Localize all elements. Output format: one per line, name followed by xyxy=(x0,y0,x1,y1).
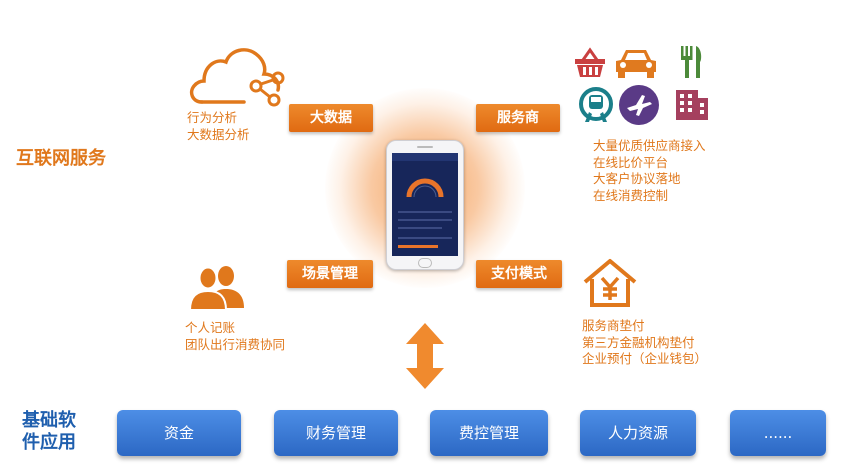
house-yen-icon xyxy=(583,259,637,307)
basic-software-title-line1: 基础软 xyxy=(22,410,76,431)
car-icon xyxy=(616,50,656,78)
funds-button[interactable]: 资金 xyxy=(117,410,241,456)
scenario-management-tag: 场景管理 xyxy=(287,260,373,288)
payment-notes: 服务商垫付 第三方金融机构垫付 企业预付（企业钱包） xyxy=(582,318,707,368)
scenario-note: 个人记账 xyxy=(185,320,236,335)
screen-row-2 xyxy=(398,219,452,221)
basic-software-title: 基础软 件应用 xyxy=(22,410,76,454)
screen-row-4 xyxy=(398,237,452,239)
phone-status-bar xyxy=(392,153,458,161)
phone-mockup xyxy=(386,140,464,270)
big-data-notes: 行为分析 大数据分析 xyxy=(187,110,250,143)
more-button[interactable]: ...... xyxy=(730,410,826,456)
payment-note: 企业预付（企业钱包） xyxy=(582,351,708,366)
basic-software-title-line2: 件应用 xyxy=(22,432,76,453)
service-provider-note: 在线比价平台 xyxy=(593,154,669,170)
payment-note: 服务商垫付 xyxy=(582,318,645,333)
screen-row-3 xyxy=(398,227,442,229)
screen-row-1 xyxy=(398,211,452,213)
payment-mode-tag: 支付模式 xyxy=(476,260,562,288)
big-data-note: 大数据分析 xyxy=(187,126,250,142)
users-icon xyxy=(188,266,244,310)
screen-progress xyxy=(398,245,438,248)
service-provider-note: 大量优质供应商接入 xyxy=(593,138,706,153)
big-data-tag: 大数据 xyxy=(289,104,373,132)
service-provider-note: 大客户协议落地 xyxy=(593,171,681,186)
cutlery-icon xyxy=(681,46,702,78)
scenario-note: 团队出行消费协同 xyxy=(185,336,286,352)
finance-management-button[interactable]: 财务管理 xyxy=(274,410,398,456)
plane-icon xyxy=(619,85,659,125)
expense-control-button[interactable]: 费控管理 xyxy=(430,410,548,456)
cloud-share-icon xyxy=(189,48,285,107)
phone-speaker xyxy=(417,146,433,148)
internet-service-title: 互联网服务 xyxy=(16,148,106,169)
double-arrow-icon xyxy=(406,323,444,389)
scenario-notes: 个人记账 团队出行消费协同 xyxy=(185,320,285,353)
service-provider-notes: 大量优质供应商接入 在线比价平台 大客户协议落地 在线消费控制 xyxy=(593,138,706,204)
basket-icon xyxy=(575,47,605,77)
big-data-note: 行为分析 xyxy=(187,110,238,125)
gauge-graphic xyxy=(406,178,444,198)
building-icon xyxy=(676,90,708,120)
payment-note: 第三方金融机构垫付 xyxy=(582,334,695,350)
service-provider-tag: 服务商 xyxy=(476,104,560,132)
human-resources-button[interactable]: 人力资源 xyxy=(580,410,696,456)
service-provider-note: 在线消费控制 xyxy=(593,187,669,203)
phone-screen xyxy=(392,153,458,256)
phone-home-button xyxy=(418,258,432,268)
train-icon xyxy=(579,87,613,122)
